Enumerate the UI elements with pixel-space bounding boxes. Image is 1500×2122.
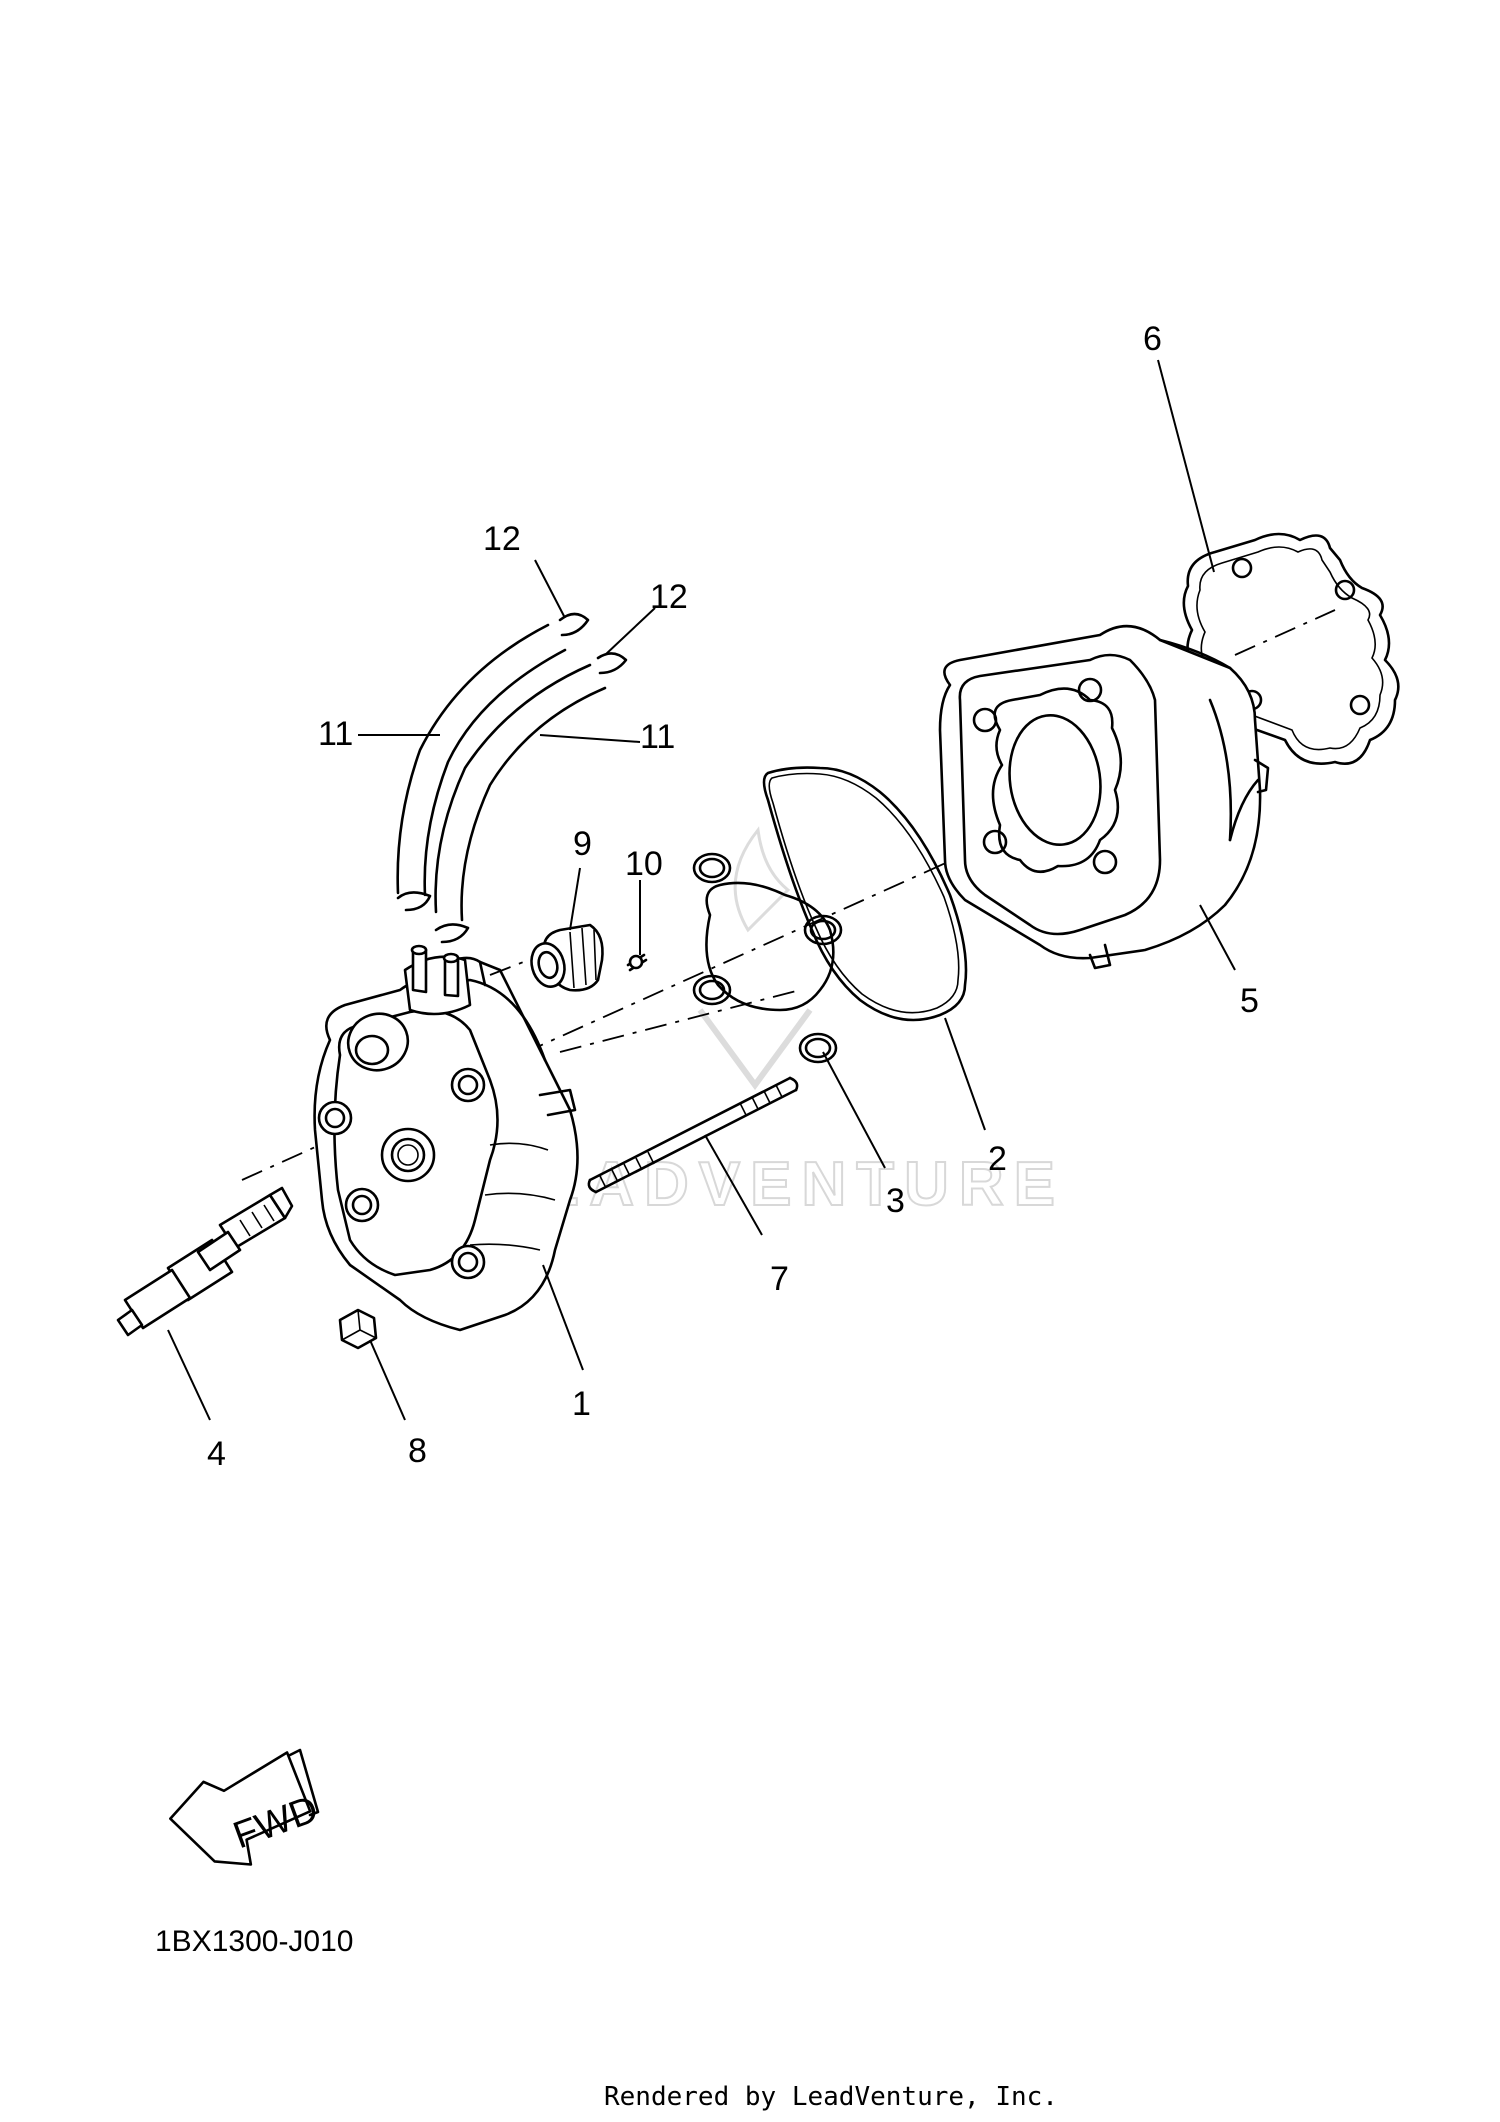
small-bolt-part xyxy=(626,953,648,972)
hose-clamps-part xyxy=(396,612,628,944)
callout-labels: 1 2 3 4 5 6 7 8 9 10 11 11 12 12 xyxy=(207,320,1259,1473)
callout-5: 5 xyxy=(1240,982,1259,1020)
callout-6: 6 xyxy=(1143,320,1162,358)
watermark-text: LEADVENTURE xyxy=(490,1150,1065,1219)
cylinder-part xyxy=(938,624,1270,970)
callout-3: 3 xyxy=(886,1182,905,1220)
head-o-ring-part xyxy=(762,766,968,1022)
spark-plug-part xyxy=(116,1186,294,1337)
water-hoses-part xyxy=(396,623,607,922)
drawing-code: 1BX1300-J010 xyxy=(155,1925,354,1958)
cylinder-head-part xyxy=(313,944,579,1332)
callout-10: 10 xyxy=(625,845,663,883)
leader-lines xyxy=(167,359,1236,1421)
gasket-axis-line xyxy=(1234,609,1336,656)
callout-12b: 12 xyxy=(650,578,688,616)
callout-4: 4 xyxy=(207,1435,226,1473)
stud-bolt-part xyxy=(587,1076,799,1194)
callout-12a: 12 xyxy=(483,520,521,558)
callout-7: 7 xyxy=(770,1260,789,1298)
lower-axis-line xyxy=(559,989,801,1053)
callout-2: 2 xyxy=(988,1140,1007,1178)
callout-11b: 11 xyxy=(640,718,675,756)
leadventure-watermark: LEADVENTURE xyxy=(489,826,1065,1220)
callout-11a: 11 xyxy=(318,715,353,753)
callout-9: 9 xyxy=(573,825,592,863)
forward-arrow-icon: FWD xyxy=(169,1748,324,1866)
thermostat-part xyxy=(530,923,604,992)
cap-nut-part xyxy=(338,1308,378,1350)
callout-1: 1 xyxy=(572,1385,591,1423)
head-gasket-seals-part xyxy=(692,852,843,1064)
render-credit: Rendered by LeadVenture, Inc. xyxy=(604,2082,1058,2112)
callout-8: 8 xyxy=(408,1432,427,1470)
